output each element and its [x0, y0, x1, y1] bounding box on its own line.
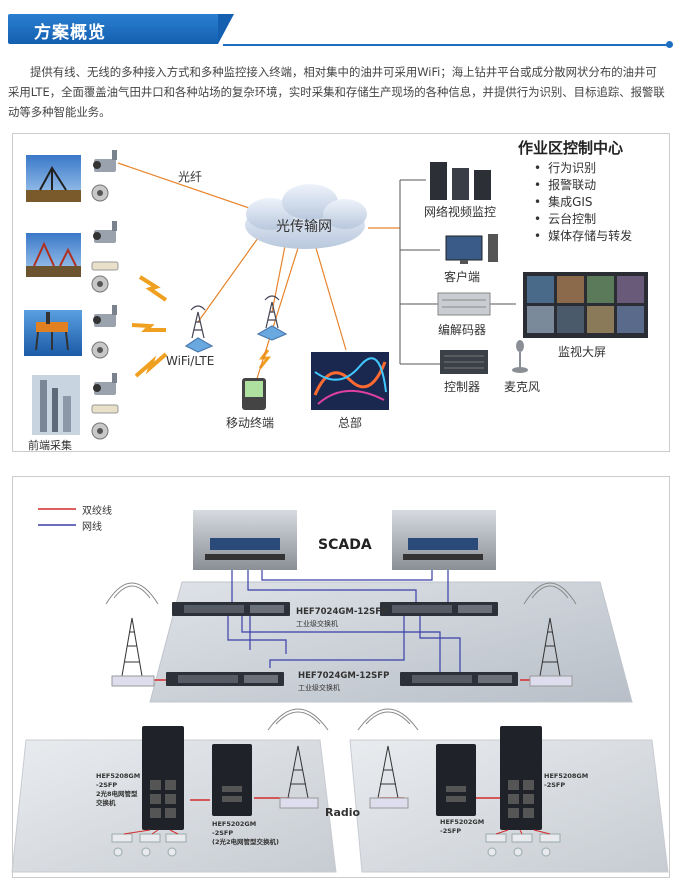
camera-icon: [485, 833, 561, 857]
microphone-icon: [512, 340, 528, 373]
front-end-label: 前端采集: [28, 439, 72, 452]
legend-network-cable-label: 网线: [82, 522, 102, 533]
scada-label: SCADA: [318, 537, 372, 553]
fiber-links: [117, 162, 400, 386]
header-rule-dot: [666, 41, 673, 48]
header-tab: [8, 14, 234, 44]
feature-item: 媒体存储与转发: [534, 228, 632, 245]
industrial-network-panel: [12, 476, 670, 878]
header-rule: [223, 44, 669, 46]
radio-tower-icon: [267, 708, 329, 809]
refinery-photo: [32, 375, 80, 435]
wifi-lte-label: WiFi/LTE: [166, 354, 215, 368]
headquarters-display: [311, 352, 389, 410]
radio-tower-icon: [105, 582, 159, 687]
camera-icon: [93, 221, 117, 243]
network-cable-links: [227, 570, 461, 672]
router-icon: [91, 404, 119, 414]
wifi-tower-icon: [256, 295, 288, 341]
left-switch-b-label: HEF5202GM-2SFP(2光2电网管型交换机): [212, 820, 279, 846]
controller-label: 控制器: [444, 380, 481, 394]
offshore-platform-photo: [24, 310, 82, 356]
camera-icon: [93, 373, 117, 395]
router-icon: [91, 261, 119, 271]
wireless-signal-icon: [131, 323, 166, 332]
headquarters-label: 总部: [338, 416, 363, 430]
core-switch: [380, 602, 498, 616]
oil-well-photo-2: [26, 233, 81, 277]
video-monitor-label: 网络视频监控: [424, 205, 497, 219]
camera-icon: [93, 305, 117, 327]
codec-icon: [437, 292, 491, 316]
aggregation-switch-type: 工业级交换机: [298, 684, 340, 692]
aggregation-switch-model: HEF7024GM-12SFP: [298, 671, 390, 681]
aggregation-switch: [400, 672, 518, 686]
mobile-terminal-icon: [242, 378, 266, 410]
controller-icon: [440, 350, 488, 374]
optical-network-label: 光传输网: [276, 219, 332, 235]
client-computer-icon: [445, 234, 498, 264]
right-switch-b-label: HEF5208GM-2SFP: [544, 772, 589, 789]
wireless-signal-icon: [134, 352, 168, 378]
optical-network-cloud: [245, 184, 367, 249]
scada-control-room-right: [392, 510, 496, 570]
core-switch: [172, 602, 290, 616]
field-switch-8port: [142, 726, 184, 830]
radio-tower-icon: [357, 708, 419, 809]
wireless-signal-icon: [138, 275, 168, 302]
page-title: 方案概览: [34, 23, 106, 43]
wifi-tower-icon: [184, 305, 214, 353]
codec-label: 编解码器: [438, 323, 487, 337]
section-header: 方案概览: [8, 8, 673, 48]
feature-item: 集成GIS: [534, 194, 632, 211]
feature-item: 报警联动: [534, 177, 632, 194]
microphone-label: 麦克风: [504, 380, 541, 394]
speaker-icon: [91, 184, 109, 202]
field-switch-8port: [500, 726, 542, 830]
scada-control-room-left: [193, 510, 297, 570]
right-switch-a-label: HEF5202GM-2SFP: [440, 818, 485, 835]
radio-tower-icon: [523, 582, 577, 687]
video-wall-label: 监视大屏: [558, 345, 607, 359]
control-center-feature-list: 行为识别 报警联动 集成GIS 云台控制 媒体存储与转发: [534, 160, 632, 245]
client-label: 客户端: [444, 270, 481, 284]
speaker-icon: [91, 422, 109, 440]
core-switch-model: HEF7024GM-12SFP: [296, 607, 388, 617]
oil-well-photo-1: [26, 155, 81, 202]
camera-icon: [93, 150, 117, 172]
radio-label: Radio: [325, 806, 361, 819]
feature-item: 行为识别: [534, 160, 632, 177]
video-wall-icon: [523, 272, 648, 338]
field-switch-4port: [436, 744, 476, 816]
core-switch-type: 工业级交换机: [296, 620, 338, 628]
feature-item: 云台控制: [534, 211, 632, 228]
aggregation-switch: [166, 672, 284, 686]
field-switch-4port: [212, 744, 252, 816]
server-rack-icon: [430, 162, 491, 200]
control-center-title: 作业区控制中心: [518, 139, 624, 157]
mobile-terminal-label: 移动终端: [226, 416, 275, 430]
legend-twisted-pair-label: 双绞线: [82, 506, 112, 517]
camera-links: [123, 829, 551, 835]
intro-paragraph: 提供有线、无线的多种接入方式和多种监控接入终端，相对集中的油井可采用WiFi；海…: [8, 65, 665, 119]
fiber-label: 光纤: [178, 170, 203, 184]
speaker-icon: [91, 341, 109, 359]
speaker-icon: [91, 275, 109, 293]
